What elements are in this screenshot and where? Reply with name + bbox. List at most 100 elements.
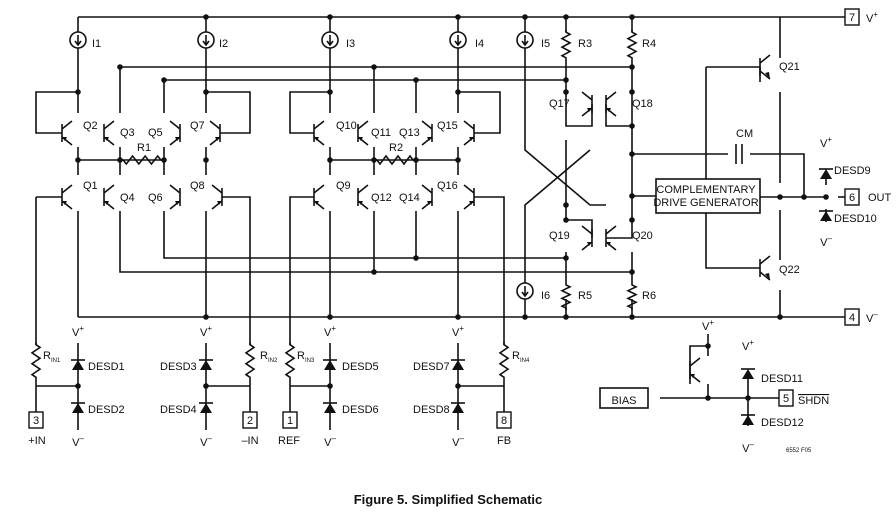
label-r3: R3: [578, 38, 592, 50]
label-q15: Q15: [437, 120, 458, 132]
supply-superscript: +: [827, 135, 832, 144]
label-i6: I6: [541, 290, 550, 302]
junction-dot: [629, 123, 635, 129]
label-q18: Q18: [632, 98, 653, 110]
arrow-down-icon: [521, 286, 529, 298]
junction-dot: [563, 77, 569, 83]
label-q3: Q3: [120, 127, 135, 139]
wire: [474, 196, 505, 345]
pin1-name: REF: [278, 435, 300, 447]
resistor-rin2: [244, 342, 256, 380]
junction-dot: [413, 77, 419, 83]
junction-dot: [777, 194, 783, 200]
emitter-arrow-icon: [62, 137, 67, 141]
resistor-rin3: [284, 342, 296, 380]
emitter-arrow-icon: [62, 201, 67, 205]
transistor-legs: [61, 184, 73, 210]
wire: [222, 196, 251, 345]
resistor-r5: [560, 283, 572, 310]
pin3-name: +IN: [28, 435, 45, 447]
supply-superscript: +: [79, 324, 84, 333]
junction-dot: [455, 14, 461, 20]
junction-dot: [563, 14, 569, 20]
vplus-label: V+: [742, 338, 754, 353]
rin1-main: R: [43, 350, 51, 362]
transistor-legs: [169, 184, 181, 210]
arrow-down-icon: [454, 35, 462, 47]
supply-superscript: –: [331, 434, 336, 443]
vminus-label: V–: [742, 440, 754, 455]
junction-dot: [455, 89, 461, 95]
vplus-label: V+: [452, 324, 464, 339]
label-q14: Q14: [399, 192, 420, 204]
label-q8: Q8: [190, 180, 205, 192]
emitter-arrow-icon: [765, 72, 770, 79]
junction-dot: [327, 314, 333, 320]
label-rin2: RIN2: [260, 350, 278, 364]
arrow-down-icon: [326, 35, 334, 47]
label-desd2: DESD2: [88, 404, 125, 416]
junction-dot: [705, 343, 711, 349]
junction-dot: [75, 157, 81, 163]
wire: [289, 91, 330, 134]
rin3-main: R: [297, 350, 305, 362]
pin5-name: SHDN: [798, 395, 829, 407]
wire: [163, 79, 566, 113]
arrow-down-icon: [521, 35, 529, 47]
wire: [565, 205, 593, 238]
transistor-legs: [759, 255, 771, 281]
transistor-legs: [209, 120, 221, 146]
diode-icon: [820, 211, 832, 221]
arrow-down-icon: [202, 35, 210, 47]
transistor-legs: [463, 120, 475, 146]
transistor-legs: [103, 184, 115, 210]
diode-icon: [820, 169, 832, 179]
pin-box: [28, 411, 44, 429]
emitter-arrow-icon: [427, 201, 432, 205]
vminus-label: V–: [452, 434, 464, 449]
junction-dot: [563, 217, 569, 223]
diode-icon: [742, 369, 754, 379]
rin2-sub: IN2: [268, 358, 278, 364]
wire: [605, 92, 633, 127]
diode-icon: [452, 403, 464, 413]
junction-dot: [705, 395, 711, 401]
bias-label: BIAS: [611, 395, 636, 407]
transistor-legs: [61, 120, 73, 146]
label-i4: I4: [475, 38, 484, 50]
transistor-legs: [313, 120, 325, 146]
junction-dot: [522, 314, 528, 320]
supply-superscript: –: [749, 440, 754, 449]
wire: [706, 66, 761, 82]
transistor-legs: [421, 184, 433, 210]
pin-box: [282, 411, 298, 429]
junction-dot: [629, 314, 635, 320]
emitter-arrow-icon: [175, 201, 180, 205]
bias-block: [599, 387, 649, 409]
junction-dot: [327, 14, 333, 20]
emitter-arrow-icon: [358, 201, 363, 205]
pin-number: 6: [849, 192, 855, 204]
junction-dot: [203, 383, 209, 389]
label-q1: Q1: [83, 180, 98, 192]
junction-dot: [629, 151, 635, 157]
junction-dot: [563, 89, 569, 95]
pin-box: [844, 8, 860, 26]
wire: [660, 346, 749, 399]
wire: [458, 91, 501, 134]
junction-dot: [413, 255, 419, 261]
pin-box: [496, 411, 512, 429]
wire: [35, 91, 78, 134]
emitter-arrow-icon: [606, 242, 611, 246]
label-rin4: RIN4: [512, 350, 530, 364]
pin-number: 5: [783, 393, 789, 405]
rin3-sub: IN3: [305, 358, 315, 364]
junction-dot: [161, 157, 167, 163]
transistor-legs: [357, 120, 369, 146]
supply-superscript: –: [79, 434, 84, 443]
label-cm: CM: [736, 128, 753, 140]
pin-box: [242, 411, 258, 429]
label-desd11: DESD11: [761, 373, 803, 385]
wire: [163, 211, 566, 259]
junction-dot: [629, 217, 635, 223]
